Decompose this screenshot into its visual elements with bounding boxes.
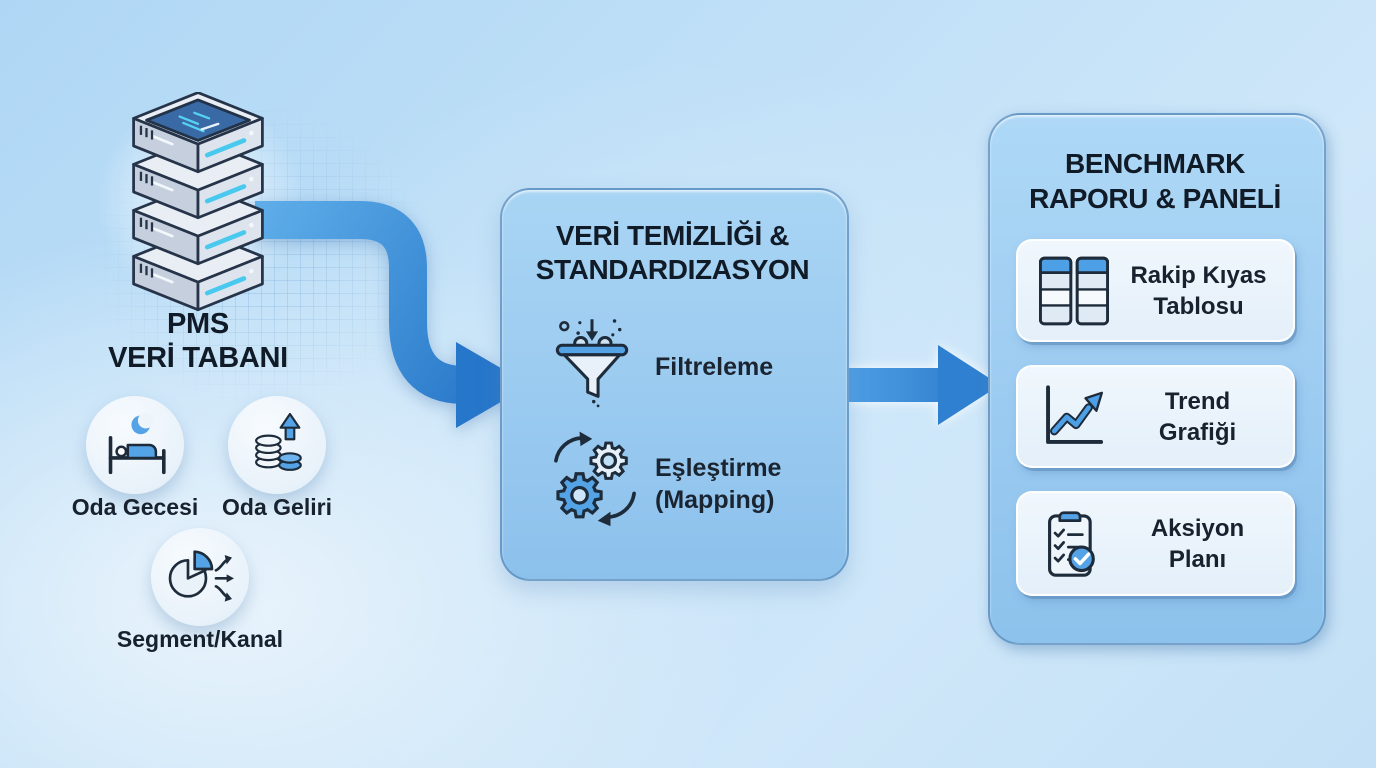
metric-room-night: [86, 396, 184, 494]
source-title: PMS VERİ TABANI: [57, 307, 339, 375]
flow-arrow-source-to-process-icon: [255, 201, 530, 428]
process-box: [500, 188, 849, 581]
step-mapping-line2: (Mapping): [655, 486, 775, 514]
step-mapping-line1: Eşleştirme: [655, 454, 782, 482]
metric-segment-channel: [151, 528, 249, 626]
card-label-line: Planı: [1168, 545, 1227, 573]
card-action-plan: Aksiyon Planı: [1016, 491, 1295, 596]
trend-chart-icon: [1046, 384, 1104, 444]
output-title-line1: BENCHMARK: [1065, 148, 1245, 179]
output-title: BENCHMARK RAPORU & PANELİ: [988, 146, 1322, 216]
output-title-line2: RAPORU & PANELİ: [1029, 183, 1281, 214]
metric-room-night-label: Oda Gecesi: [71, 494, 199, 520]
metric-room-revenue: [228, 396, 326, 494]
funnel-icon: [555, 319, 629, 408]
card-label-line: Tablosu: [1153, 292, 1244, 320]
card-label-line: Trend: [1164, 387, 1231, 415]
card-trend-chart-label: Trend Grafiği: [1112, 386, 1283, 448]
coins-up-arrow-icon: [255, 412, 302, 471]
server-stack-icon: [106, 92, 290, 314]
card-trend-chart: Trend Grafiği: [1016, 365, 1295, 468]
process-title-line2: STANDARDIZASYON: [535, 254, 810, 285]
metric-segment-channel-label: Segment/Kanal: [116, 626, 284, 652]
flow-arrow-process-to-output-icon: [844, 345, 1000, 425]
process-title-line1: VERİ TEMİZLİĞİ &: [555, 220, 790, 251]
source-title-line2: VERİ TABANI: [108, 342, 288, 374]
bed-moon-icon: [108, 412, 166, 475]
pie-chart-branch-icon: [168, 550, 234, 602]
card-action-plan-label: Aksiyon Planı: [1112, 513, 1283, 575]
card-competitor-table: Rakip Kıyas Tablosu: [1016, 239, 1295, 342]
source-title-line1: PMS: [167, 308, 229, 340]
clipboard-check-icon: [1048, 510, 1095, 577]
card-label-line: Grafiği: [1158, 418, 1237, 446]
step-filtering-line1: Filtreleme: [655, 353, 774, 381]
card-label-line: Rakip Kıyas: [1130, 261, 1267, 289]
card-label-line: Aksiyon: [1150, 514, 1245, 542]
comparison-table-icon: [1039, 256, 1109, 325]
card-competitor-table-label: Rakip Kıyas Tablosu: [1114, 260, 1283, 322]
metric-room-revenue-label: Oda Geliri: [222, 494, 332, 520]
process-title: VERİ TEMİZLİĞİ & STANDARDIZASYON: [500, 219, 845, 287]
gears-sync-icon: [554, 431, 636, 527]
step-mapping-label: Eşleştirme (Mapping): [655, 452, 781, 516]
step-filtering-label: Filtreleme: [655, 351, 773, 383]
